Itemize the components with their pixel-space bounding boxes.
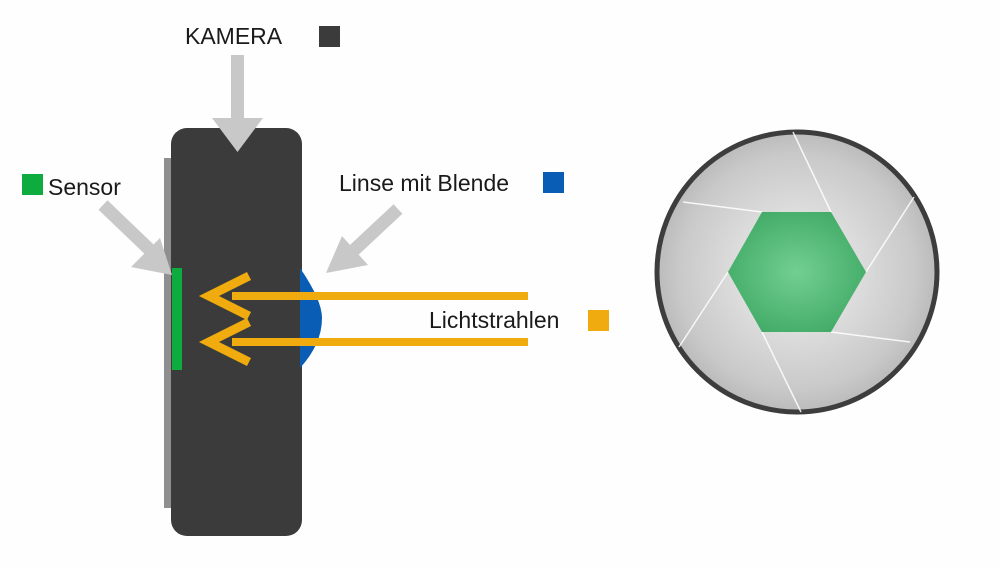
linse-swatch <box>543 172 564 193</box>
linse-label: Linse mit Blende <box>339 170 510 196</box>
sensor <box>172 268 182 370</box>
light-ray-top <box>198 271 528 321</box>
kamera-label: KAMERA <box>185 23 283 49</box>
sensor-swatch <box>22 174 43 195</box>
lens-pointer-arrow <box>326 204 403 273</box>
aperture-blades-icon <box>654 129 940 415</box>
sensor-label: Sensor <box>48 174 121 200</box>
sensor-pointer-arrow <box>98 200 172 275</box>
licht-label: Lichtstrahlen <box>429 307 560 333</box>
licht-swatch <box>588 310 609 331</box>
lens <box>300 268 322 368</box>
aperture-opening <box>728 212 866 332</box>
kamera-swatch <box>319 26 340 47</box>
light-ray-bottom <box>198 317 528 367</box>
kamera-pointer-arrow <box>212 55 263 152</box>
